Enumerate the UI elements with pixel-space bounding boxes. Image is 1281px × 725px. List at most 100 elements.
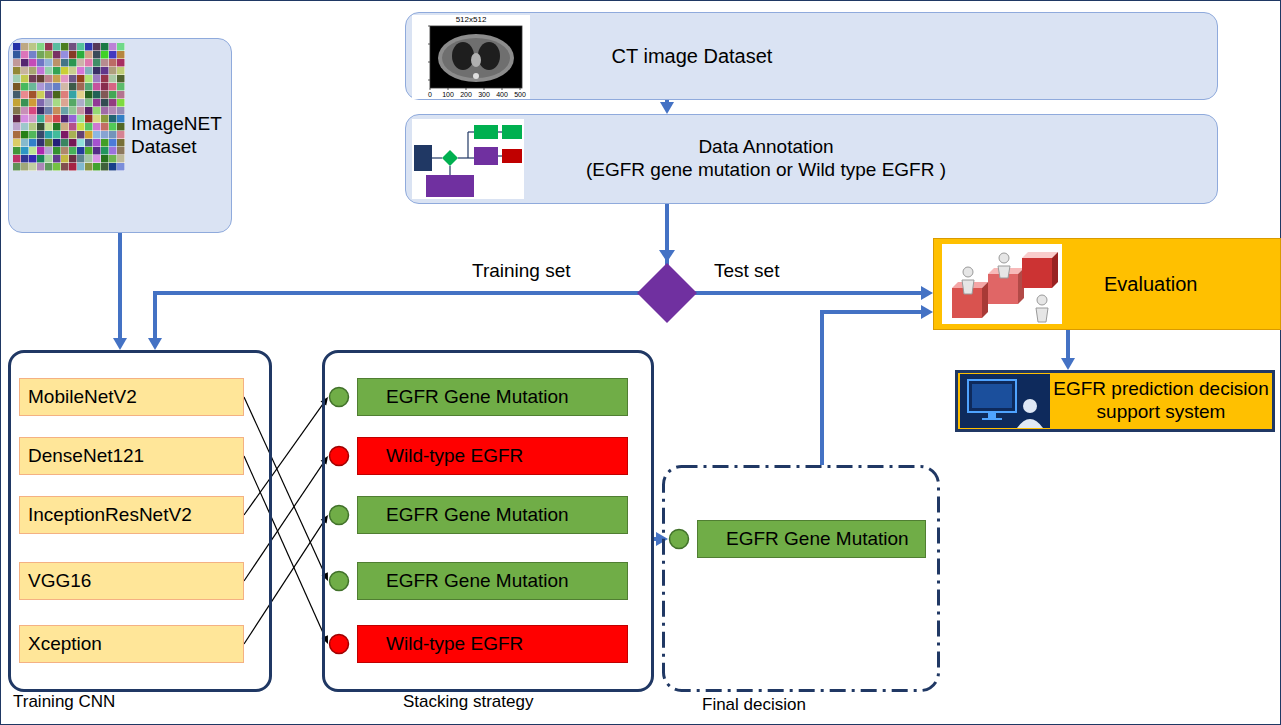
model-box: VGG16	[19, 562, 244, 600]
box-label: (EGFR gene mutation or Wild type EGFR )	[566, 159, 966, 182]
text-column: CT image Dataset	[592, 13, 792, 99]
box-label: CT image Dataset	[592, 44, 792, 68]
class-label: EGFR Gene Mutation	[386, 570, 569, 593]
mosaic-tile	[109, 131, 117, 139]
mosaic-tile	[21, 99, 29, 107]
mosaic-tile	[37, 155, 45, 163]
mosaic-tile	[109, 75, 117, 83]
mosaic-tile	[117, 59, 125, 67]
connector-group	[244, 515, 328, 644]
model-group: Training CNNMobileNetV2DenseNet121Incept…	[8, 350, 272, 692]
mosaic-tile	[37, 163, 45, 171]
mosaic-tile	[13, 59, 21, 67]
mosaic-tile	[101, 75, 109, 83]
mosaic-tile	[45, 115, 53, 123]
mosaic-tile	[21, 107, 29, 115]
mosaic-tile	[109, 51, 117, 59]
connector-group	[822, 305, 933, 465]
mosaic-tile	[77, 131, 85, 139]
dataset-box: CT image Dataset	[405, 12, 1218, 100]
final-decision-group: Final decisionEGFR Gene Mutation	[662, 465, 940, 692]
mosaic-tile	[29, 43, 37, 51]
mosaic-tile	[29, 155, 37, 163]
split-diamond	[637, 263, 697, 323]
mosaic-tile	[53, 131, 61, 139]
mosaic-tile	[77, 75, 85, 83]
mosaic-tile	[53, 115, 61, 123]
mosaic-tile	[85, 59, 93, 67]
class-label: EGFR Gene Mutation	[386, 504, 569, 527]
connector-line	[244, 456, 325, 638]
mosaic-tile	[13, 163, 21, 171]
connector-group	[244, 397, 328, 581]
class-bar: Wild-type EGFR	[357, 437, 628, 475]
connector-line	[118, 233, 122, 339]
mosaic-tile	[13, 155, 21, 163]
mosaic-tile	[53, 123, 61, 131]
mosaic-tile	[93, 107, 101, 115]
mosaic-tile	[21, 67, 29, 75]
mosaic-tile	[109, 59, 117, 67]
arrowhead	[148, 338, 162, 350]
mosaic-tile	[117, 43, 125, 51]
mosaic-tile	[45, 107, 53, 115]
class-bar: Wild-type EGFR	[357, 625, 628, 663]
mosaic-tile	[45, 91, 53, 99]
evaluation-box: Evaluation	[933, 238, 1281, 330]
mosaic-tile	[69, 139, 77, 147]
mosaic-tile	[101, 123, 109, 131]
mosaic-tile	[85, 99, 93, 107]
mosaic-tile	[77, 107, 85, 115]
dash-dot-outline	[662, 465, 940, 692]
mosaic-tile	[109, 67, 117, 75]
prediction-box: EGFR Gene Mutation	[328, 496, 628, 534]
mosaic-tile	[77, 91, 85, 99]
model-box: InceptionResNetV2	[19, 496, 244, 534]
class-circle	[330, 506, 349, 525]
mosaic-tile	[13, 115, 21, 123]
mosaic-tile	[117, 115, 125, 123]
mosaic-tile	[101, 155, 109, 163]
connector-group	[244, 456, 328, 644]
mosaic-tile	[61, 139, 69, 147]
class-circle	[330, 572, 349, 591]
mosaic-tile	[61, 155, 69, 163]
mosaic-tile	[69, 115, 77, 123]
mosaic-tile	[45, 99, 53, 107]
mosaic-tile	[37, 51, 45, 59]
mosaic-tile	[37, 75, 45, 83]
mosaic-tile	[69, 83, 77, 91]
group-caption-holder: Training CNN	[13, 692, 115, 712]
model-name: MobileNetV2	[28, 386, 137, 409]
text-column: Data Annotation(EGFR gene mutation or Wi…	[566, 115, 966, 203]
class-bar: EGFR Gene Mutation	[357, 496, 628, 534]
mosaic-tile	[53, 163, 61, 171]
mosaic-tile	[13, 91, 21, 99]
model-box: Xception	[19, 625, 244, 663]
mosaic-tile	[61, 51, 69, 59]
mosaic-tile	[21, 115, 29, 123]
mosaic-tile	[85, 163, 93, 171]
mosaic-tile	[117, 163, 125, 171]
mosaic-tile	[61, 99, 69, 107]
mosaic-tile	[93, 67, 101, 75]
mosaic-tile	[117, 75, 125, 83]
mosaic-tile	[93, 91, 101, 99]
mosaic-tile	[13, 107, 21, 115]
mosaic-tile	[85, 43, 93, 51]
mosaic-tile	[13, 131, 21, 139]
mosaic-tile	[37, 123, 45, 131]
arrowhead	[113, 338, 127, 350]
arrowhead	[921, 305, 933, 319]
class-bar: EGFR Gene Mutation	[357, 378, 628, 416]
mosaic-tile	[61, 147, 69, 155]
mosaic-tile	[21, 155, 29, 163]
connector-line	[244, 462, 324, 581]
mosaic-tile	[53, 83, 61, 91]
mosaic-tile	[109, 155, 117, 163]
mosaic-tile	[45, 51, 53, 59]
mosaic-tile	[21, 131, 29, 139]
mosaic-tile	[77, 115, 85, 123]
mosaic-tile	[37, 59, 45, 67]
class-dot	[328, 633, 350, 655]
